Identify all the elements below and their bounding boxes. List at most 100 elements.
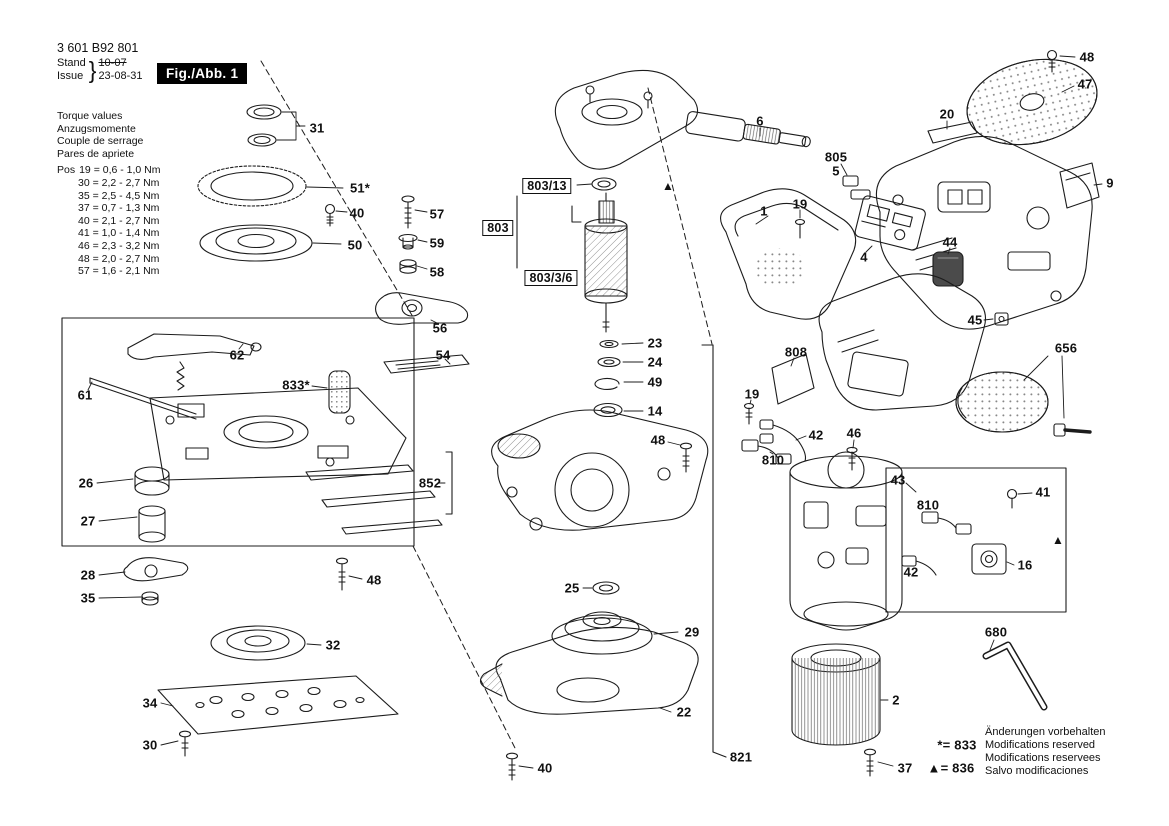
torque-row: 35 = 2,5 - 4,5 Nm bbox=[78, 189, 160, 202]
torque-row: 30 = 2,2 - 2,7 Nm bbox=[78, 176, 160, 189]
triangle-marker-box: ▲ bbox=[1052, 533, 1064, 547]
callout-29: 29 bbox=[684, 624, 700, 640]
callout-19-top: 19 bbox=[792, 196, 808, 212]
callout-48-plate: 48 bbox=[366, 572, 382, 588]
subassembly-frame-box bbox=[61, 317, 415, 547]
frame-plate bbox=[149, 387, 407, 481]
triangle-marker-armature: ▲ bbox=[662, 179, 674, 193]
part-656-pad bbox=[955, 371, 1092, 437]
callout-810-box: 810 bbox=[916, 497, 940, 513]
part-31-seal-rings bbox=[246, 104, 282, 147]
callout-852: 852 bbox=[418, 475, 442, 491]
callout-54: 54 bbox=[435, 347, 451, 363]
callout-803-13: 803/13 bbox=[522, 178, 572, 194]
new-date: 23-08-31 bbox=[98, 70, 143, 82]
part-24-washer bbox=[597, 356, 621, 368]
callout-46: 46 bbox=[846, 425, 862, 441]
part-49-snap-ring bbox=[594, 377, 620, 391]
part-54-guide-plate bbox=[383, 354, 470, 374]
group-box-16 bbox=[885, 467, 1067, 613]
torque-title-en: Torque values bbox=[57, 110, 123, 122]
part-852-slide-bars bbox=[305, 451, 453, 535]
revision-block: Stand Issue } 10-07 23-08-31 bbox=[57, 57, 142, 83]
callout-1: 1 bbox=[760, 203, 768, 219]
revision-dates: 10-07 23-08-31 bbox=[98, 57, 142, 83]
part-833-grip-insert bbox=[328, 370, 351, 414]
part-48-screw-top bbox=[1046, 49, 1058, 73]
torque-table: Torque values Anzugsmomente Couple de se… bbox=[57, 110, 161, 278]
part-2-field-coil bbox=[791, 643, 881, 746]
callout-805: 805 bbox=[824, 149, 848, 165]
note-de: Änderungen vorbehalten bbox=[985, 726, 1106, 738]
callout-30: 30 bbox=[142, 737, 158, 753]
part-4-switch bbox=[854, 195, 926, 251]
part-32-ring-disc bbox=[210, 625, 306, 661]
callout-833: 833* bbox=[282, 377, 310, 393]
part-23-washer bbox=[599, 339, 619, 349]
part-42-wire-left bbox=[759, 419, 807, 462]
callout-59: 59 bbox=[429, 235, 445, 251]
callout-9: 9 bbox=[1106, 175, 1114, 191]
part-6-spindle bbox=[685, 111, 811, 148]
callout-43: 43 bbox=[890, 472, 906, 488]
part-28-lever-plate bbox=[123, 557, 189, 582]
motor-unit bbox=[789, 451, 903, 631]
part-20-bar bbox=[927, 121, 978, 144]
callout-47: 47 bbox=[1077, 76, 1093, 92]
callout-4: 4 bbox=[860, 249, 868, 265]
callout-14: 14 bbox=[647, 403, 663, 419]
part-1-handle bbox=[720, 188, 857, 320]
torque-title-de: Anzugsmomente bbox=[57, 122, 136, 135]
part-803-armature bbox=[584, 192, 628, 333]
part-803-13-bearing bbox=[591, 177, 617, 191]
issue-label: Issue bbox=[57, 70, 84, 82]
callout-48-center: 48 bbox=[650, 432, 666, 448]
part-805-5-parts bbox=[842, 175, 871, 200]
callout-57: 57 bbox=[429, 206, 445, 222]
group-line-821 bbox=[701, 344, 727, 758]
torque-title-fr: Couple de serrage bbox=[57, 135, 144, 148]
part-number: 3 601 B92 801 bbox=[57, 41, 139, 55]
callout-42-left: 42 bbox=[808, 427, 824, 443]
callout-48-top: 48 bbox=[1079, 49, 1095, 65]
torque-row: 57 = 1,6 - 2,1 Nm bbox=[78, 265, 160, 278]
part-56-clamp-lever bbox=[374, 292, 469, 325]
part-57-screw bbox=[401, 195, 415, 229]
part-680-allen-key bbox=[982, 641, 1048, 711]
callout-37: 37 bbox=[897, 760, 913, 776]
callout-40-bottom: 40 bbox=[537, 760, 553, 776]
callout-56: 56 bbox=[432, 320, 448, 336]
callout-22: 22 bbox=[676, 704, 692, 720]
callout-25: 25 bbox=[564, 580, 580, 596]
callout-62: 62 bbox=[229, 347, 245, 363]
leader-lines bbox=[87, 55, 1103, 769]
callout-41: 41 bbox=[1035, 484, 1051, 500]
part-37-screw bbox=[863, 748, 877, 777]
part-19-screw-mid bbox=[743, 402, 755, 425]
lower-body bbox=[818, 273, 987, 411]
callout-16: 16 bbox=[1017, 557, 1033, 573]
part-58-nut bbox=[399, 259, 417, 274]
callout-821: 821 bbox=[729, 749, 753, 765]
part-22-skirt bbox=[479, 626, 699, 715]
part-61-rod bbox=[89, 377, 197, 420]
gear-housing bbox=[491, 409, 709, 531]
part-48-screw-center bbox=[679, 442, 693, 473]
part-34-base-plate bbox=[157, 675, 399, 735]
old-date: 10-07 bbox=[98, 57, 127, 69]
part-40-screw-bottom bbox=[505, 752, 519, 781]
part-19-screw-top bbox=[794, 218, 806, 239]
callout-803-3-6: 803/3/6 bbox=[524, 270, 578, 286]
callout-35: 35 bbox=[80, 590, 96, 606]
callout-803: 803 bbox=[482, 220, 514, 236]
callout-20: 20 bbox=[939, 106, 955, 122]
pos-label: Pos bbox=[57, 164, 76, 177]
torque-row: 37 = 0,7 - 1,3 Nm bbox=[78, 202, 160, 215]
brace-glyph: } bbox=[88, 56, 97, 83]
callout-51: 51* bbox=[349, 180, 371, 196]
motor-housing bbox=[875, 135, 1093, 330]
note-fr: Modifications reservees bbox=[985, 752, 1101, 764]
part-810-connector-left bbox=[741, 439, 792, 465]
callout-656: 656 bbox=[1054, 340, 1078, 356]
